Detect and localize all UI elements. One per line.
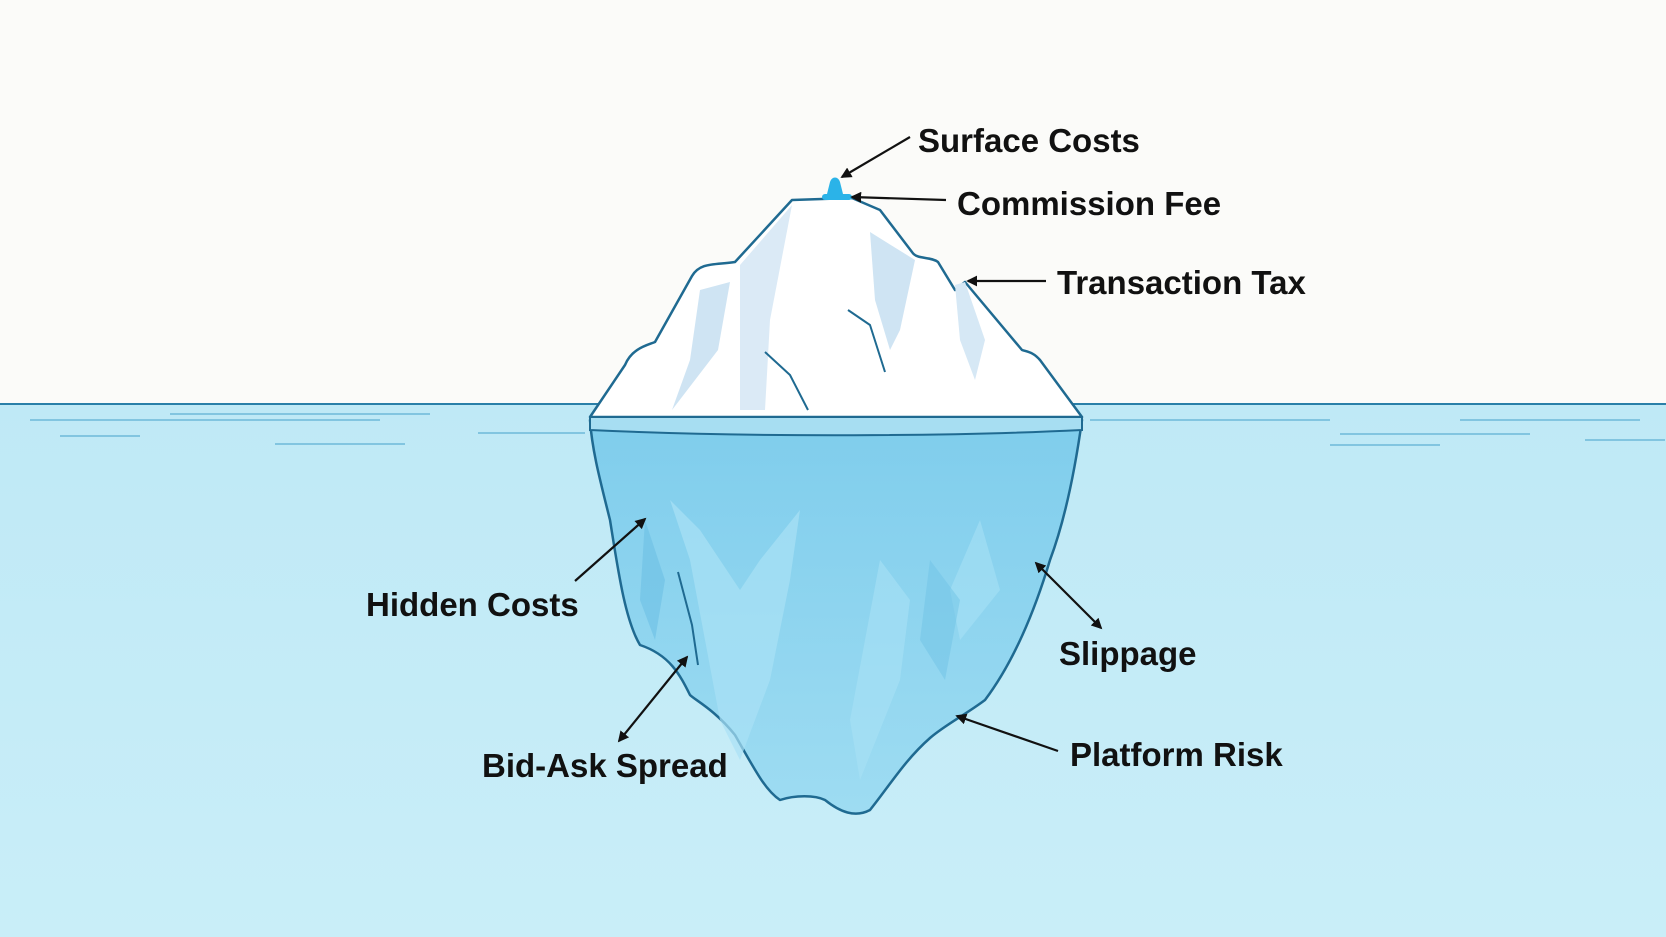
iceberg-above-water	[588, 196, 1084, 419]
arrow-platform-risk	[955, 713, 1059, 753]
arrow-commission-fee	[850, 191, 947, 203]
label-transaction-tax: Transaction Tax	[1057, 264, 1306, 301]
iceberg-facets	[672, 205, 985, 410]
arrow-bid-ask-spread	[617, 655, 689, 743]
annotation-arrows	[574, 136, 1103, 753]
underwater-cracks	[677, 571, 699, 666]
label-surface-costs: Surface Costs	[918, 122, 1140, 159]
iceberg-waterline	[589, 416, 1083, 437]
label-slippage: Slippage	[1059, 635, 1197, 672]
underwater-facets	[640, 500, 1000, 780]
arrow-surface-costs	[840, 136, 911, 178]
tip-marker-icon	[822, 177, 852, 200]
label-hidden-costs: Hidden Costs	[366, 586, 579, 623]
label-commission-fee: Commission Fee	[957, 185, 1221, 222]
label-platform-risk: Platform Risk	[1070, 736, 1283, 773]
water-ripples	[30, 413, 1665, 446]
arrow-slippage	[1034, 561, 1103, 630]
arrow-hidden-costs	[574, 517, 647, 582]
label-bid-ask-spread: Bid-Ask Spread	[482, 747, 728, 784]
iceberg-cracks	[764, 309, 886, 411]
